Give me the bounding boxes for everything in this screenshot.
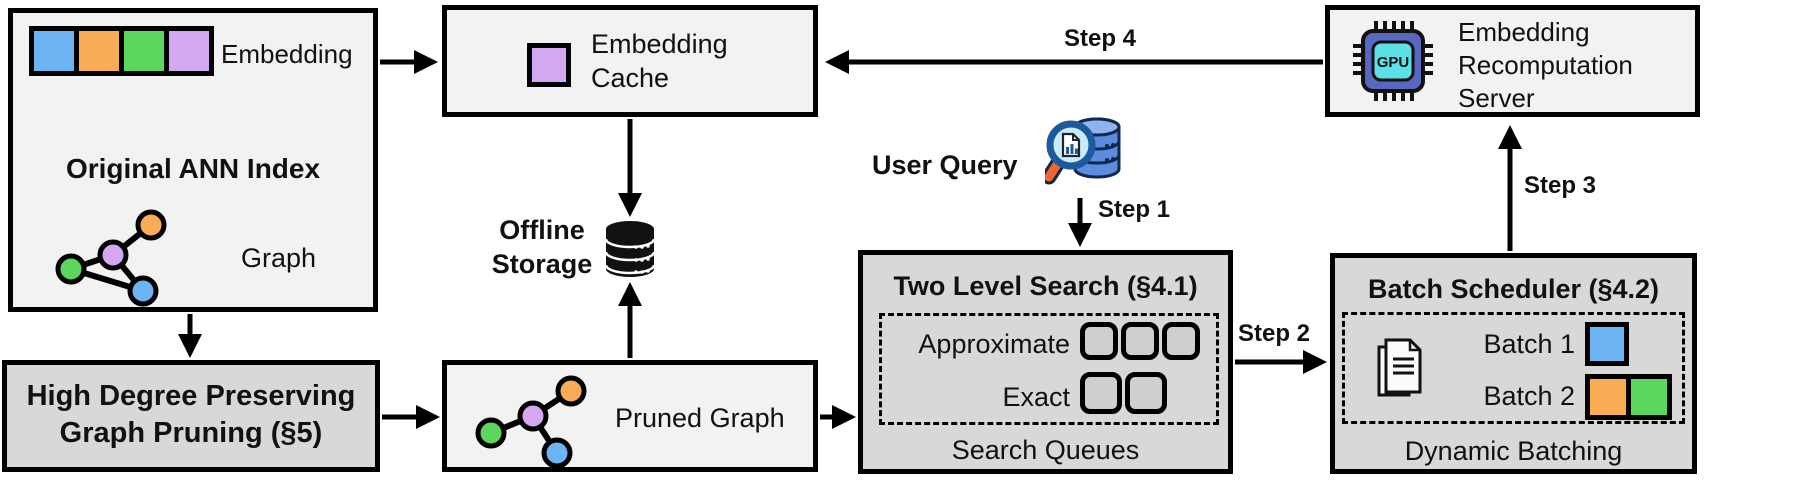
exact-label: Exact [1002, 382, 1070, 412]
gpu-icon: GPU [1353, 21, 1433, 101]
graph-icon [55, 209, 167, 307]
step-1-label: Step 1 [1098, 196, 1171, 223]
queue-slot [1162, 322, 1200, 360]
original-ann-index-box: Embedding Original ANN Index Graph [8, 8, 378, 312]
embedding-vector-icon [29, 26, 214, 76]
magnifier-handle [1045, 158, 1063, 182]
search-queues-panel: Approximate Exact [879, 313, 1219, 425]
batch1-square-blue [1585, 322, 1629, 366]
storage-line1: Offline [499, 215, 585, 245]
approximate-queue-slots [1080, 322, 1200, 360]
embedding-cell-orange [79, 31, 119, 71]
two-level-search-title: Two Level Search (§4.1) [893, 271, 1198, 301]
gpu-chip-label: GPU [1377, 54, 1410, 71]
exact-queue-slots [1080, 372, 1167, 414]
step-4-label: Step 4 [1063, 25, 1137, 52]
storage-line2: Storage [491, 249, 593, 279]
embedding-cell-green [124, 31, 164, 71]
two-level-search-box: Two Level Search (§4.1) Approximate Exac… [858, 250, 1233, 474]
recomputation-server-title: Embedding Recomputation Server [1458, 16, 1633, 115]
documents-icon [1377, 338, 1422, 397]
search-queues-caption: Search Queues [951, 435, 1140, 465]
cache-line2: Cache [591, 63, 670, 93]
database-icon [604, 221, 656, 277]
pruned-graph-label: Pruned Graph [615, 403, 785, 433]
pruned-graph-box: Pruned Graph [442, 360, 818, 472]
step-3-label: Step 3 [1524, 172, 1597, 199]
embedding-cell-blue [34, 31, 74, 71]
server-line1: Embedding [1458, 17, 1590, 47]
batch2-square-green [1631, 379, 1667, 415]
user-query-label: User Query [872, 150, 1018, 180]
batch2-square-orange [1590, 379, 1626, 415]
graph-pruning-line2: Graph Pruning (§5) [59, 417, 323, 449]
recomputation-server-box: GPU Embedding Recomputation Server [1325, 5, 1700, 117]
batch-scheduler-box: Batch Scheduler (§4.2) Batch 1 Batch 2 D… [1330, 253, 1697, 474]
step-2-label: Step 2 [1238, 320, 1311, 347]
graph-label: Graph [241, 243, 317, 273]
cached-embedding-icon [527, 43, 571, 87]
user-query-icon [1045, 117, 1121, 185]
graph-pruning-line1: High Degree Preserving [26, 380, 356, 412]
server-line3: Server [1458, 83, 1535, 113]
dynamic-batching-caption: Dynamic Batching [1404, 436, 1623, 466]
queue-slot [1121, 322, 1159, 360]
embedding-cache-title: Embedding Cache [591, 27, 728, 95]
queue-slot [1125, 372, 1167, 414]
batch-scheduler-title: Batch Scheduler (§4.2) [1367, 274, 1660, 304]
cache-line1: Embedding [591, 29, 728, 59]
dynamic-batching-panel: Batch 1 Batch 2 [1342, 312, 1685, 424]
original-index-title: Original ANN Index [65, 153, 321, 184]
pruned-graph-icon [475, 375, 587, 469]
graph-pruning-title: High Degree Preserving Graph Pruning (§5… [7, 378, 375, 452]
embedding-cache-box: Embedding Cache [442, 5, 818, 117]
batch2-label: Batch 2 [1483, 381, 1575, 411]
queue-slot [1080, 322, 1118, 360]
batch2-squares [1585, 374, 1672, 420]
batch1-label: Batch 1 [1483, 329, 1575, 359]
embedding-label: Embedding [221, 39, 353, 69]
offline-storage-label: Offline Storage [472, 213, 612, 281]
approximate-label: Approximate [918, 329, 1070, 359]
queue-slot [1080, 372, 1122, 414]
server-line2: Recomputation [1458, 50, 1633, 80]
graph-pruning-box: High Degree Preserving Graph Pruning (§5… [2, 360, 380, 472]
embedding-cell-purple [169, 31, 209, 71]
